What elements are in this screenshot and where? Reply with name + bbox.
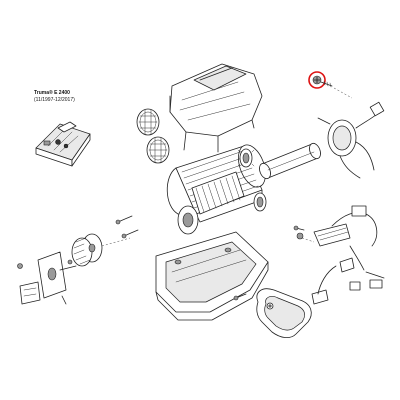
air-outlet-grille-lower [146,136,170,164]
burner-plate-icon [256,288,329,338]
filter-cartridge [177,171,245,235]
screw-icon [312,75,333,88]
burner-head-assembly [317,101,385,179]
diagram-title-block: Truma® E 2400 (11/1997-12/2017) [34,90,75,104]
model-name: Truma® E 2400 [34,90,70,96]
upper-cover-housing [169,63,263,153]
gear-ring-icon [237,148,255,168]
screw-set [115,215,305,301]
motor-bracket [17,251,77,305]
blower-wheel-icon [71,233,131,267]
base-tray-housing [155,231,269,321]
air-outlet-grille-upper [136,108,160,136]
combustion-tube-icon [259,142,321,180]
highlighted-screw [308,71,353,99]
gear-ring-lower [253,192,267,212]
production-period: (11/1997-12/2017) [34,97,75,103]
wiring-harness-icon [296,205,385,295]
highlight-circle [308,71,326,89]
control-board-icon [35,121,91,167]
